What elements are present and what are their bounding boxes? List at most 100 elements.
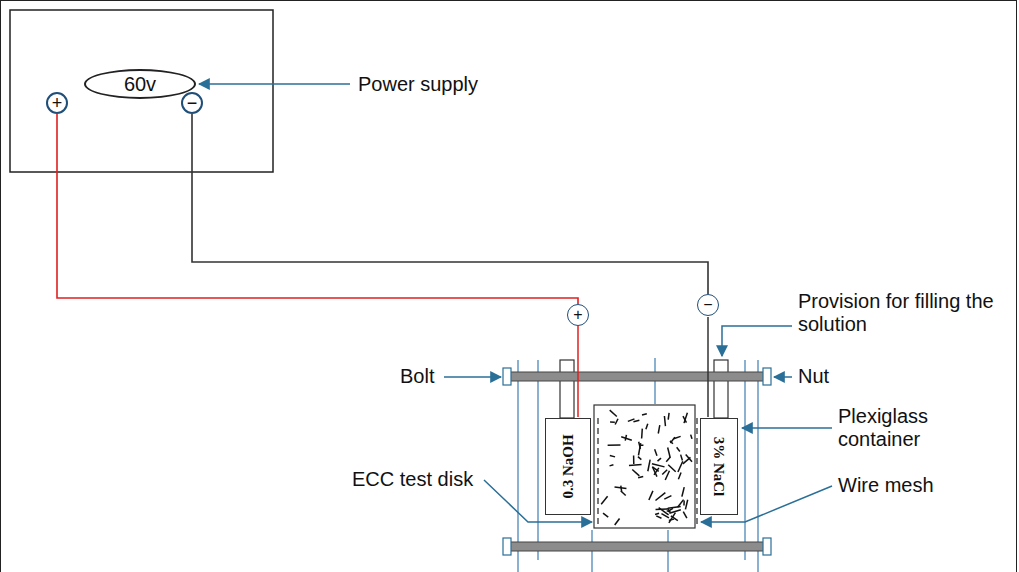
- power-supply-box: [10, 10, 273, 172]
- fibre-stroke: [685, 500, 687, 510]
- bolt-bar: [507, 372, 767, 381]
- fibre-stroke: [683, 512, 687, 518]
- fibre-stroke: [649, 491, 653, 500]
- fibre-stroke: [615, 419, 618, 425]
- part-label: Wire mesh: [838, 474, 934, 497]
- node-text: −: [187, 94, 198, 112]
- node-text: +: [52, 94, 63, 112]
- supply-wire: [192, 114, 708, 294]
- fibre-stroke: [658, 458, 662, 461]
- part-label: Bolt: [400, 365, 434, 388]
- frame-rod: [757, 360, 758, 572]
- fibre-stroke: [641, 429, 643, 439]
- node-text: 3% NaCl: [712, 436, 727, 496]
- fibre-stroke: [678, 473, 681, 480]
- frame-rod: [537, 360, 538, 560]
- fibre-stroke: [662, 470, 667, 475]
- fibre-stroke: [683, 457, 691, 464]
- wire-mesh: [696, 418, 697, 524]
- part-label: Nut: [798, 365, 829, 388]
- terminal-positive: +: [567, 304, 589, 326]
- leader-line: [199, 83, 350, 85]
- fibre-texture: [601, 410, 692, 525]
- fibre-stroke: [658, 425, 660, 433]
- nut: [763, 538, 771, 555]
- wire-mesh: [597, 418, 598, 524]
- fibre-stroke: [615, 518, 620, 525]
- fibre-stroke: [652, 467, 657, 477]
- fibre-stroke: [656, 516, 661, 518]
- fibre-stroke: [655, 449, 657, 456]
- fibre-stroke: [667, 511, 671, 513]
- node-text: +: [573, 307, 582, 323]
- frame-rod: [744, 360, 745, 560]
- part-label: ECC test disk: [352, 468, 473, 491]
- fibre-stroke: [668, 448, 671, 458]
- fibre-stroke: [678, 461, 683, 472]
- fibre-stroke: [669, 519, 674, 520]
- fibre-stroke: [648, 460, 650, 472]
- fibre-stroke: [603, 513, 608, 517]
- filling-tube: [560, 360, 574, 418]
- nut: [503, 368, 511, 385]
- fibre-stroke: [691, 435, 692, 439]
- fibre-stroke: [669, 513, 676, 523]
- supply-wire: [57, 114, 578, 304]
- fibre-stroke: [610, 410, 617, 416]
- frame-rod: [517, 360, 518, 572]
- fibre-stroke: [655, 493, 665, 501]
- fibre-stroke: [632, 470, 639, 476]
- fibre-stroke: [682, 487, 684, 497]
- part-label: Power supply: [358, 73, 478, 96]
- fibre-stroke: [646, 424, 648, 430]
- node-text: −: [703, 297, 712, 313]
- cathode-lead: [707, 317, 709, 417]
- bolt-bar: [507, 542, 767, 551]
- part-label: Provision for filling the solution: [798, 290, 1003, 336]
- fibre-stroke: [664, 416, 665, 426]
- ecc-disk: [594, 405, 695, 528]
- fibre-stroke: [633, 420, 639, 421]
- leader-line: [444, 376, 501, 378]
- leader-line: [742, 427, 832, 429]
- nut: [503, 538, 511, 555]
- fibre-stroke: [678, 500, 684, 508]
- voltage-display: 60v: [84, 69, 196, 99]
- terminal-positive: +: [46, 92, 68, 114]
- fibre-stroke: [677, 447, 680, 451]
- fibre-stroke: [655, 513, 659, 514]
- terminal-negative: −: [181, 92, 203, 114]
- fibre-stroke: [610, 456, 615, 457]
- fibre-stroke: [628, 419, 635, 422]
- fibre-stroke: [674, 436, 681, 438]
- leader-lines: [199, 84, 832, 522]
- fibre-stroke: [656, 508, 668, 510]
- fibre-stroke: [638, 476, 643, 477]
- anode-lead: [577, 326, 579, 417]
- node-text: 0.3 NaOH: [561, 434, 576, 498]
- fibre-stroke: [601, 496, 607, 504]
- fibre-stroke: [621, 437, 632, 441]
- leader-line: [774, 376, 792, 378]
- fibre-stroke: [681, 455, 683, 461]
- fibre-stroke: [629, 464, 642, 466]
- part-label: Plexiglass container: [838, 405, 1008, 451]
- fibre-stroke: [638, 457, 641, 460]
- fibre-stroke: [665, 471, 669, 480]
- fibre-stroke: [683, 500, 685, 505]
- fibre-stroke: [668, 465, 675, 472]
- fibre-stroke: [652, 464, 665, 467]
- frame-rods: [518, 358, 758, 572]
- node-text: 60v: [124, 74, 156, 94]
- fibre-stroke: [667, 413, 669, 420]
- fibre-stroke: [620, 486, 622, 492]
- terminal-negative: −: [697, 294, 719, 316]
- filling-tube: [714, 360, 728, 418]
- fibre-stroke: [639, 444, 643, 446]
- nut: [763, 368, 771, 385]
- catholyte-container: 3% NaCl: [700, 418, 738, 515]
- fibre-stroke: [610, 421, 615, 423]
- anolyte-container: 0.3 NaOH: [545, 418, 591, 515]
